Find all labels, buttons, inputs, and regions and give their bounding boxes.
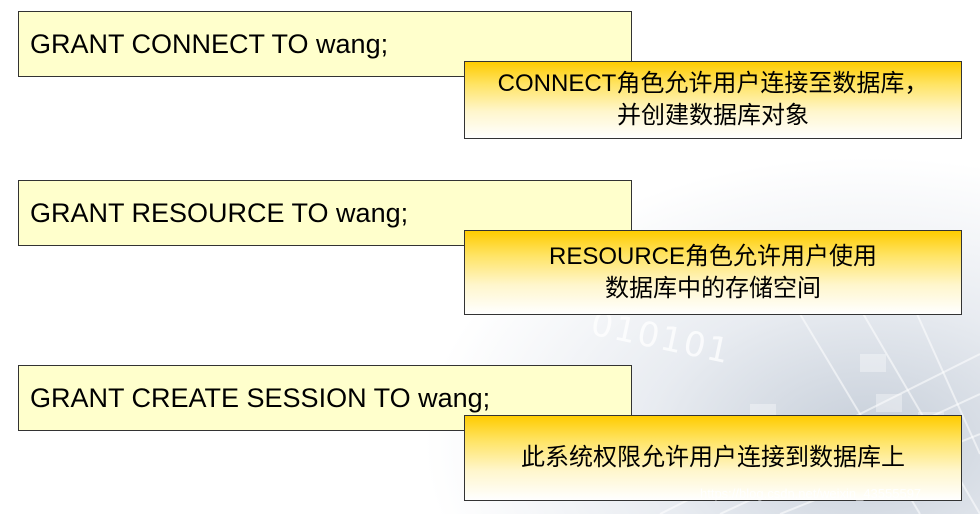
note-line: 数据库中的存储空间 <box>605 274 821 302</box>
note-line: 并创建数据库对象 <box>617 102 809 129</box>
note-box-connect: CONNECT角色允许用户连接至数据库， 并创建数据库对象 <box>464 61 962 139</box>
note-line: 此系统权限允许用户连接到数据库上 <box>521 444 905 471</box>
note-line: CONNECT角色允许用户连接至数据库， <box>497 70 929 97</box>
code-box-resource: GRANT RESOURCE TO wang; <box>18 180 632 246</box>
watermark-url: https://blog.csdn.net/weixin_43555597 <box>700 486 922 501</box>
note-box-create-session: 此系统权限允许用户连接到数据库上 <box>464 415 962 501</box>
note-line: RESOURCE角色允许用户使用 <box>548 242 878 270</box>
code-text-create-session: GRANT CREATE SESSION TO wang; <box>30 382 491 413</box>
code-text-connect: GRANT CONNECT TO wang; <box>30 28 389 59</box>
note-box-resource: RESOURCE角色允许用户使用 数据库中的存储空间 <box>464 230 962 315</box>
code-text-resource: GRANT RESOURCE TO wang; <box>30 197 409 228</box>
